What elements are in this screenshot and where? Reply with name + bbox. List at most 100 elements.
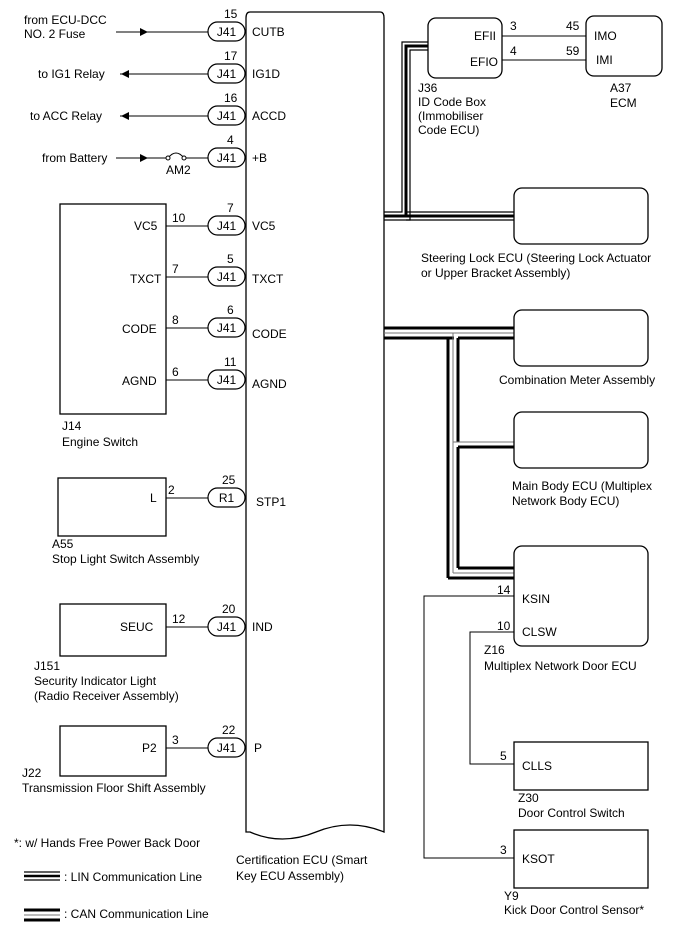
kick-sensor-name: Kick Door Control Sensor*: [504, 903, 644, 917]
pin-name-vc5: VC5: [252, 219, 276, 233]
certification-ecu: Certification ECU (Smart Key ECU Assembl…: [236, 11, 385, 883]
arrow-in-battery: [140, 154, 148, 162]
connector-txct: J41: [207, 266, 246, 287]
svg-text:L: L: [150, 491, 157, 505]
stop-light-name: Stop Light Switch Assembly: [52, 552, 199, 566]
svg-text:2: 2: [168, 483, 175, 497]
ig1d-dest: to IG1 Relay: [38, 67, 105, 81]
ecu-pins: 15 CUTB 17 IG1D 16 ACCD 4 +B 7 VC5 5 TXC…: [222, 7, 287, 755]
connector-ind: J41: [207, 616, 246, 637]
pin-num-stp1: 25: [222, 473, 236, 487]
svg-text:EFIO: EFIO: [470, 55, 498, 69]
svg-text:VC5: VC5: [134, 219, 158, 233]
svg-text:14: 14: [497, 583, 511, 597]
connector-code: J41: [207, 317, 246, 338]
can-legend-symbol: [24, 908, 60, 922]
main-body-ecu: Main Body ECU (Multiplex Network Body EC…: [512, 411, 652, 508]
svg-text:3: 3: [510, 19, 517, 33]
can-bus: [384, 326, 514, 580]
shift-assembly: P2 3 J22 Transmission Floor Shift Assemb…: [22, 725, 206, 795]
ecm-name: ECM: [610, 96, 637, 110]
connector-stp1: R1: [207, 487, 246, 508]
ecm: IMO IMI 45 59 A37 ECM: [566, 15, 663, 110]
steering-lock-ecu: Steering Lock ECU (Steering Lock Actuato…: [421, 187, 651, 280]
connector-p: J41: [207, 737, 246, 758]
legend-lin: : LIN Communication Line: [64, 870, 202, 884]
pin-name-p: P: [254, 741, 262, 755]
svg-text:KSIN: KSIN: [522, 592, 550, 606]
arrow-in-cutb: [140, 28, 148, 36]
ecu-label-line2: Key ECU Assembly): [236, 869, 344, 883]
left-wiring: from ECU-DCC NO. 2 Fuse to IG1 Relay to …: [24, 13, 208, 749]
pin-name-code: CODE: [252, 327, 287, 341]
svg-text:3: 3: [172, 733, 179, 747]
id-code-box-id: J36: [418, 81, 438, 95]
connector-cutb: J41: [207, 21, 246, 42]
main-body-name-1: Main Body ECU (Multiplex: [512, 479, 652, 493]
legend: *: w/ Hands Free Power Back Door : LIN C…: [14, 836, 209, 922]
engine-switch-id: J14: [62, 419, 82, 433]
combination-meter-name: Combination Meter Assembly: [499, 373, 655, 387]
security-indicator: SEUC 12 J151 Security Indicator Light (R…: [34, 603, 186, 703]
connector-ig1d: J41: [207, 63, 246, 84]
kick-door-sensor: KSOT 3 Y9 Kick Door Control Sensor*: [500, 829, 649, 917]
pin-num-accd: 16: [224, 91, 238, 105]
svg-text:CLSW: CLSW: [522, 625, 557, 639]
svg-text:7: 7: [172, 262, 179, 276]
door-switch-name: Door Control Switch: [518, 806, 625, 820]
svg-text:10: 10: [497, 619, 511, 633]
door-switch-id: Z30: [518, 791, 539, 805]
id-code-box-name-2: (Immobiliser: [418, 109, 483, 123]
cutb-source-1: from ECU-DCC: [24, 13, 107, 27]
steering-lock-name-2: or Upper Bracket Assembly): [421, 266, 570, 280]
svg-text:EFII: EFII: [474, 29, 496, 43]
pin-name-accd: ACCD: [252, 109, 286, 123]
svg-text:J41: J41: [217, 270, 237, 284]
pin-num-b: 4: [227, 133, 234, 147]
accd-dest: to ACC Relay: [30, 109, 102, 123]
svg-text:J41: J41: [217, 373, 237, 387]
svg-text:10: 10: [172, 211, 186, 225]
svg-text:AGND: AGND: [122, 374, 157, 388]
id-code-box-name-1: ID Code Box: [418, 95, 486, 109]
main-body-name-2: Network Body ECU): [512, 494, 619, 508]
stop-light-id: A55: [52, 537, 74, 551]
security-name-1: Security Indicator Light: [34, 674, 157, 688]
svg-text:12: 12: [172, 612, 186, 626]
door-control-switch: CLLS 5 Z30 Door Control Switch: [500, 741, 649, 820]
arrow-out-ig1d: [121, 70, 129, 78]
svg-text:R1: R1: [219, 491, 235, 505]
svg-text:J41: J41: [217, 67, 237, 81]
svg-text:6: 6: [172, 365, 179, 379]
svg-text:TXCT: TXCT: [130, 272, 162, 286]
id-code-box-name-3: Code ECU): [418, 123, 479, 137]
pin-name-ind: IND: [252, 620, 273, 634]
connector-vc5: J41: [207, 215, 246, 236]
svg-text:5: 5: [500, 749, 507, 763]
svg-text:J41: J41: [217, 151, 237, 165]
svg-text:CODE: CODE: [122, 322, 157, 336]
pin-num-agnd: 11: [224, 355, 237, 369]
steering-lock-name-1: Steering Lock ECU (Steering Lock Actuato…: [421, 251, 651, 265]
svg-text:SEUC: SEUC: [120, 620, 154, 634]
engine-switch-name: Engine Switch: [62, 435, 138, 449]
svg-text:J41: J41: [217, 741, 237, 755]
cutb-source-2: NO. 2 Fuse: [24, 27, 86, 41]
pin-num-cutb: 15: [224, 7, 238, 21]
battery-source: from Battery: [42, 151, 107, 165]
pin-num-txct: 5: [227, 252, 234, 266]
svg-text:J41: J41: [217, 219, 237, 233]
combination-meter: Combination Meter Assembly: [499, 309, 655, 387]
svg-text:P2: P2: [142, 741, 157, 755]
security-id: J151: [34, 659, 60, 673]
connector-accd: J41: [207, 105, 246, 126]
shift-name: Transmission Floor Shift Assembly: [22, 781, 206, 795]
fuse-symbol: [167, 152, 185, 159]
svg-text:J41: J41: [217, 25, 237, 39]
door-ecu-id: Z16: [484, 643, 505, 657]
svg-text:CLLS: CLLS: [522, 759, 552, 773]
legend-note: *: w/ Hands Free Power Back Door: [14, 836, 200, 850]
svg-text:59: 59: [566, 44, 580, 58]
door-ecu: KSIN CLSW 14 10 Z16 Multiplex Network Do…: [484, 545, 649, 673]
